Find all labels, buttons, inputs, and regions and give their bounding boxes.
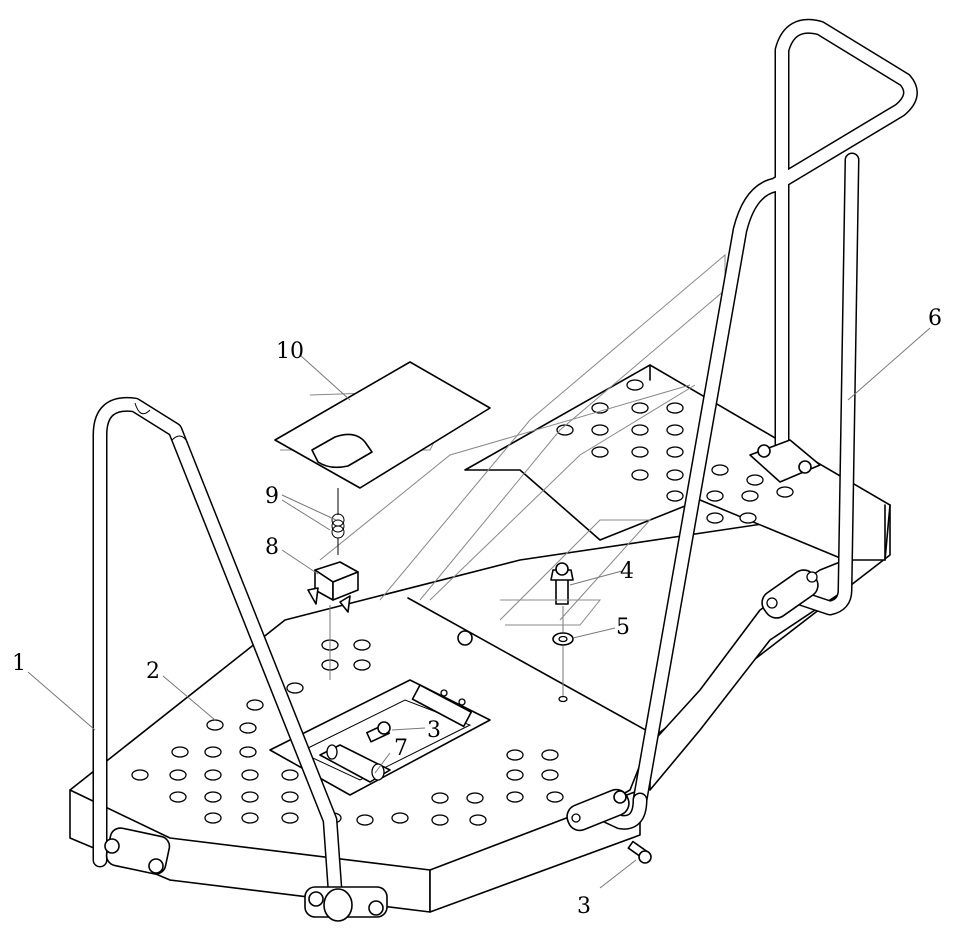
floor-hole (626, 379, 644, 391)
bolt-3-lower (627, 840, 652, 864)
callout-8: 8 (265, 535, 279, 560)
callout-2: 2 (146, 659, 160, 684)
floor-hole (206, 719, 224, 731)
floor-hole (239, 722, 257, 734)
floor-hole (506, 749, 524, 761)
handrail-left-1 (92, 396, 388, 922)
bracket-8 (307, 561, 359, 680)
floor-hole (706, 512, 724, 524)
callout-4: 4 (620, 559, 634, 584)
floor-hole (431, 792, 449, 804)
floor-hole (666, 446, 684, 458)
floor-hole (666, 469, 684, 481)
floor-hole (741, 490, 759, 502)
nut-icon (457, 630, 473, 646)
floor-hole (711, 464, 729, 476)
floor-hole (131, 769, 149, 781)
floor-hole (241, 769, 259, 781)
bolt-3-hatch (366, 721, 391, 743)
floor-hole (739, 512, 757, 524)
floor-hole (706, 490, 724, 502)
floor-hole (281, 791, 299, 803)
callout-10: 10 (276, 339, 304, 364)
floor-hole (241, 812, 259, 824)
floor-hole (506, 791, 524, 803)
floor-hole (281, 769, 299, 781)
floor-hole (591, 446, 609, 458)
floor-hole (204, 746, 222, 758)
floor-hole (541, 769, 559, 781)
handrail-right-6 (566, 18, 918, 832)
floor-hole (241, 791, 259, 803)
floor-hole (556, 424, 574, 436)
floor-hole (666, 402, 684, 414)
floor-hole (356, 814, 374, 826)
floor-hole (171, 746, 189, 758)
floor-hole (239, 746, 257, 758)
floor-hole (286, 682, 304, 694)
floor-hole (746, 474, 764, 486)
floor-hole (353, 659, 371, 671)
floor-hole (546, 791, 564, 803)
floor-hole (666, 424, 684, 436)
hinge-part-7 (319, 744, 391, 783)
bolt-4 (550, 562, 574, 605)
floor-hole (469, 814, 487, 826)
floor-hole (541, 749, 559, 761)
floor-hole (631, 402, 649, 414)
floor-hole (246, 699, 264, 711)
floor-hole (631, 446, 649, 458)
spring-9 (331, 488, 345, 555)
callout-9: 9 (265, 484, 279, 509)
callout-3-hatch: 3 (427, 718, 441, 743)
callout-6: 6 (928, 306, 942, 331)
floor-hole (169, 791, 187, 803)
floor-hole (204, 791, 222, 803)
floor-hole (204, 812, 222, 824)
floor-hole (466, 792, 484, 804)
cover-plate-10 (274, 361, 491, 489)
floor-hole (281, 812, 299, 824)
washer-5 (552, 606, 574, 703)
callout-1: 1 (12, 651, 26, 676)
floor-hole (169, 769, 187, 781)
callout-labels: 1 2 3 3 4 5 6 7 8 9 10 (12, 306, 942, 919)
floor-hole (353, 639, 371, 651)
floor-hole (631, 424, 649, 436)
floor-hole (666, 490, 684, 502)
floor-hole (631, 469, 649, 481)
callout-5: 5 (616, 615, 630, 640)
floor-hole (431, 814, 449, 826)
floor-hole (776, 486, 794, 498)
leader-lines (27, 327, 931, 889)
floor-hole (506, 769, 524, 781)
floor-hole (391, 812, 409, 824)
floor-hole (204, 769, 222, 781)
callout-7: 7 (394, 736, 408, 761)
floor-hole (591, 424, 609, 436)
callout-3-lower: 3 (577, 894, 591, 919)
